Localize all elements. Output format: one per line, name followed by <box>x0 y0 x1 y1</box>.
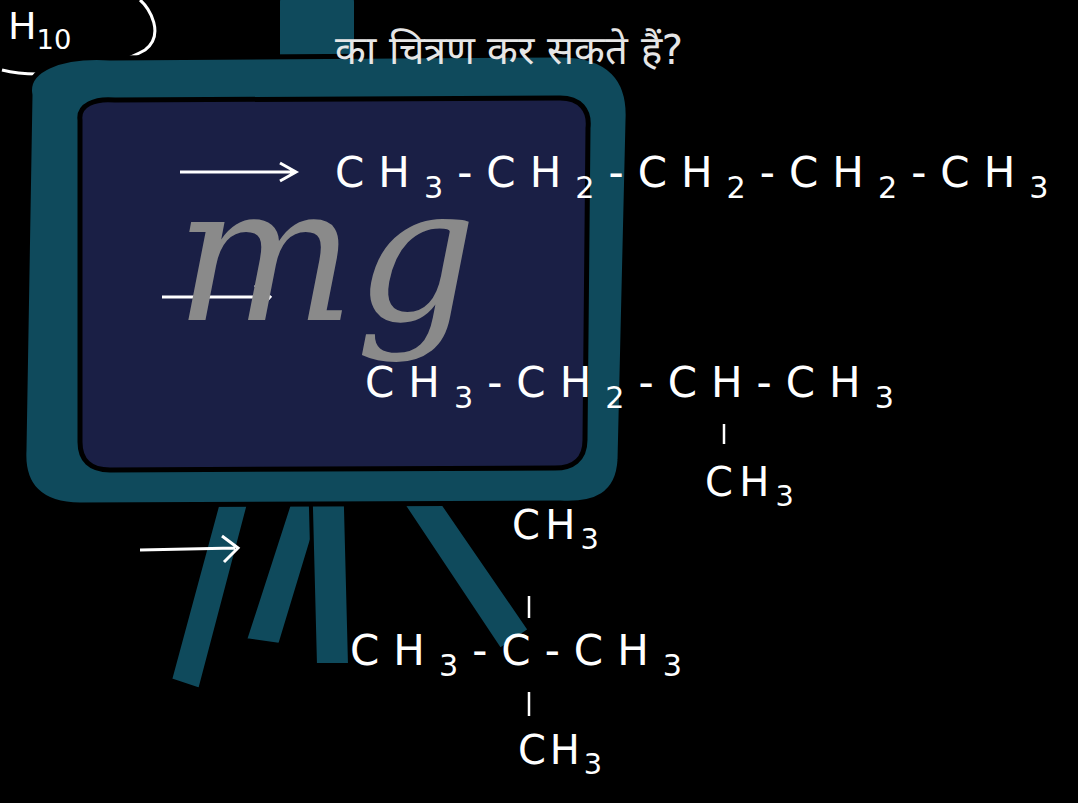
question-text: का चित्रण कर सकते हैं? <box>335 28 683 72</box>
neopentane-chain: CH3-C-CH3 <box>350 628 696 674</box>
methyl-branch: CH3 <box>518 728 606 772</box>
bond-lines <box>529 424 724 716</box>
board-surface <box>80 98 588 470</box>
methyl-branch: CH3 <box>512 503 604 547</box>
pentane-chain: CH3-CH2-CH2-CH2-CH3 <box>335 150 1062 196</box>
formula-note: H10 <box>8 6 71 48</box>
easel-leg <box>170 495 250 690</box>
board-frame <box>24 55 628 505</box>
isopentane-chain: CH3-CH2-CH-CH3 <box>365 360 908 406</box>
methyl-branch: CH3 <box>705 460 800 504</box>
